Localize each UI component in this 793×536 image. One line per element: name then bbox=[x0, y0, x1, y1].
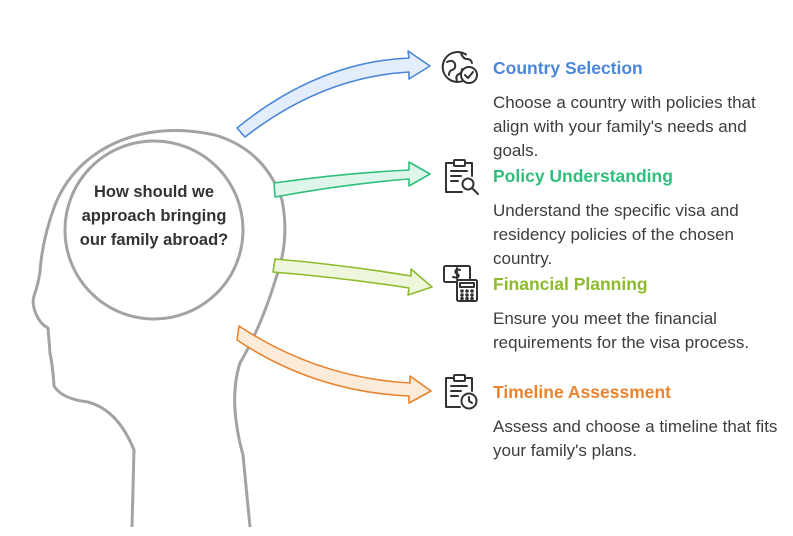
arrow-country-selection bbox=[236, 50, 431, 138]
title-timeline-assessment: Timeline Assessment bbox=[493, 382, 671, 402]
arrow-timeline-assessment bbox=[236, 325, 432, 404]
arrow-financial-planning bbox=[272, 258, 433, 296]
description-financial-planning: Ensure you meet the financial requiremen… bbox=[493, 309, 750, 352]
description-timeline-assessment: Assess and choose a timeline that fits y… bbox=[493, 417, 778, 460]
title-financial-planning: Financial Planning bbox=[493, 274, 648, 294]
center-circle bbox=[63, 139, 245, 321]
center-question: How should we approach bringing our fami… bbox=[79, 183, 229, 249]
arrow-policy-understanding bbox=[273, 161, 431, 198]
clipboard-search-icon bbox=[445, 159, 479, 195]
money-calculator-icon bbox=[443, 265, 478, 302]
title-country-selection: Country Selection bbox=[493, 58, 643, 78]
description-policy-understanding: Understand the specific visa and residen… bbox=[493, 201, 739, 268]
description-country-selection: Choose a country with policies that alig… bbox=[493, 93, 756, 160]
title-policy-understanding: Policy Understanding bbox=[493, 166, 673, 186]
clipboard-clock-icon bbox=[445, 374, 478, 410]
globe-check-icon bbox=[441, 50, 478, 84]
